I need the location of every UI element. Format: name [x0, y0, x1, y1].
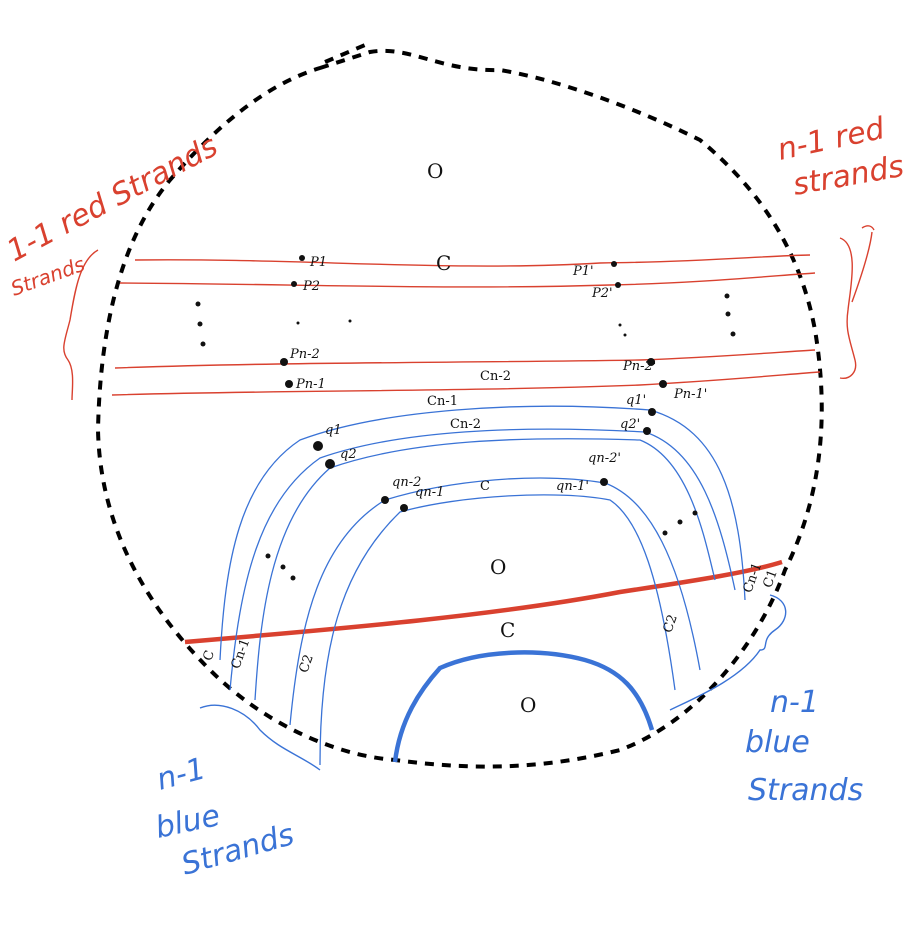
dot	[618, 323, 622, 327]
label-p1p: P1'	[572, 264, 594, 279]
red-strands	[111, 254, 821, 396]
dashed-boundary-kink	[324, 43, 366, 64]
red-bracket-right	[839, 237, 857, 379]
region-c2-left: C2	[297, 653, 317, 675]
dot	[724, 293, 730, 299]
region-c2-right: C2	[661, 613, 681, 635]
region-o-bottom: O	[520, 693, 536, 717]
point-pn2p	[647, 358, 655, 366]
label-pn2: Pn-2	[289, 347, 320, 362]
region-cn1-right: Cn-1	[741, 561, 766, 595]
point-p1p	[611, 261, 617, 267]
blue-arc-outer-2	[229, 428, 736, 691]
label-pn1p: Pn-1'	[673, 387, 707, 402]
region-c-top: C	[436, 251, 451, 275]
blue-arc-outer-3	[254, 438, 716, 701]
point-pn1p	[659, 380, 667, 388]
red-strand-1	[134, 254, 811, 267]
dot	[197, 321, 203, 327]
red-bracket-left	[63, 249, 99, 401]
point-p2	[291, 281, 297, 287]
ellipsis-dots	[195, 293, 736, 581]
region-cn1-left: Cn-1	[229, 637, 254, 671]
label-q1: q1	[325, 423, 342, 438]
region-o-middle: O	[490, 555, 506, 579]
dot	[623, 333, 627, 337]
label-p2p: P2'	[591, 286, 613, 301]
region-top-o: O	[427, 159, 443, 183]
label-qn2: qn-2	[392, 475, 421, 490]
point-pn1	[285, 380, 293, 388]
region-c-inner: C	[480, 479, 490, 494]
region-c1-left: C	[201, 648, 219, 663]
region-c-n2: Cn-2	[480, 369, 511, 384]
dot	[730, 331, 736, 337]
label-q2: q2	[340, 447, 357, 462]
region-c1-right: C1	[761, 568, 781, 590]
dot	[290, 575, 296, 581]
point-q2	[325, 459, 335, 469]
blue-bracket-left	[199, 704, 321, 771]
point-p1	[299, 255, 305, 261]
dot	[692, 510, 698, 516]
region-c-n2-blue: Cn-2	[450, 417, 481, 432]
thick-blue-arc	[392, 650, 655, 763]
thick-red-strand	[184, 559, 783, 645]
blue-bracket-right	[669, 594, 787, 711]
label-qn2p: qn-2'	[588, 451, 621, 466]
points	[280, 255, 667, 512]
dot	[265, 553, 271, 559]
dot	[662, 530, 668, 536]
point-qn1p	[600, 478, 608, 486]
red-strand-3	[114, 349, 816, 369]
blue-strands	[219, 405, 746, 766]
region-c-n1: Cn-1	[427, 394, 458, 409]
label-pn1: Pn-1	[295, 377, 326, 392]
label-p2: P2	[302, 279, 320, 294]
label-qn1: qn-1	[415, 485, 444, 500]
label-q2p: q2'	[620, 417, 640, 432]
point-q1p	[648, 408, 656, 416]
point-pn2	[280, 358, 288, 366]
dot	[348, 319, 352, 323]
red-bracket-right-tail	[851, 225, 875, 303]
label-pn2p: Pn-2'	[622, 359, 656, 374]
dot	[296, 321, 300, 325]
dot	[725, 311, 731, 317]
blue-strands-left-label: n-1	[153, 751, 209, 797]
point-p2p	[615, 282, 621, 288]
dot	[200, 341, 206, 347]
dot	[677, 519, 683, 525]
blue-arc-inner-2	[319, 494, 676, 766]
dashed-boundary	[95, 48, 824, 769]
label-p1: P1	[309, 255, 327, 270]
blue-strands-right-label: n-1	[770, 685, 819, 720]
red-strand-4	[111, 371, 821, 396]
red-strand-2	[119, 272, 816, 288]
red-strands-left-label: 1-1 red Strands	[1, 129, 223, 269]
dot	[195, 301, 201, 307]
blue-strands-right-label-3: Strands	[748, 773, 863, 808]
blue-strands-right-label-2: blue	[745, 725, 810, 760]
point-qn2	[381, 496, 389, 504]
region-c-lower: C	[500, 618, 515, 642]
dot	[280, 564, 286, 570]
blue-arc-inner-1	[289, 477, 701, 726]
point-qn1	[400, 504, 408, 512]
label-qn1p: qn-1'	[556, 479, 589, 494]
point-q2p	[643, 427, 651, 435]
label-q1p: q1'	[626, 393, 646, 408]
blue-arc-outer-1	[219, 405, 746, 661]
point-q1	[313, 441, 323, 451]
